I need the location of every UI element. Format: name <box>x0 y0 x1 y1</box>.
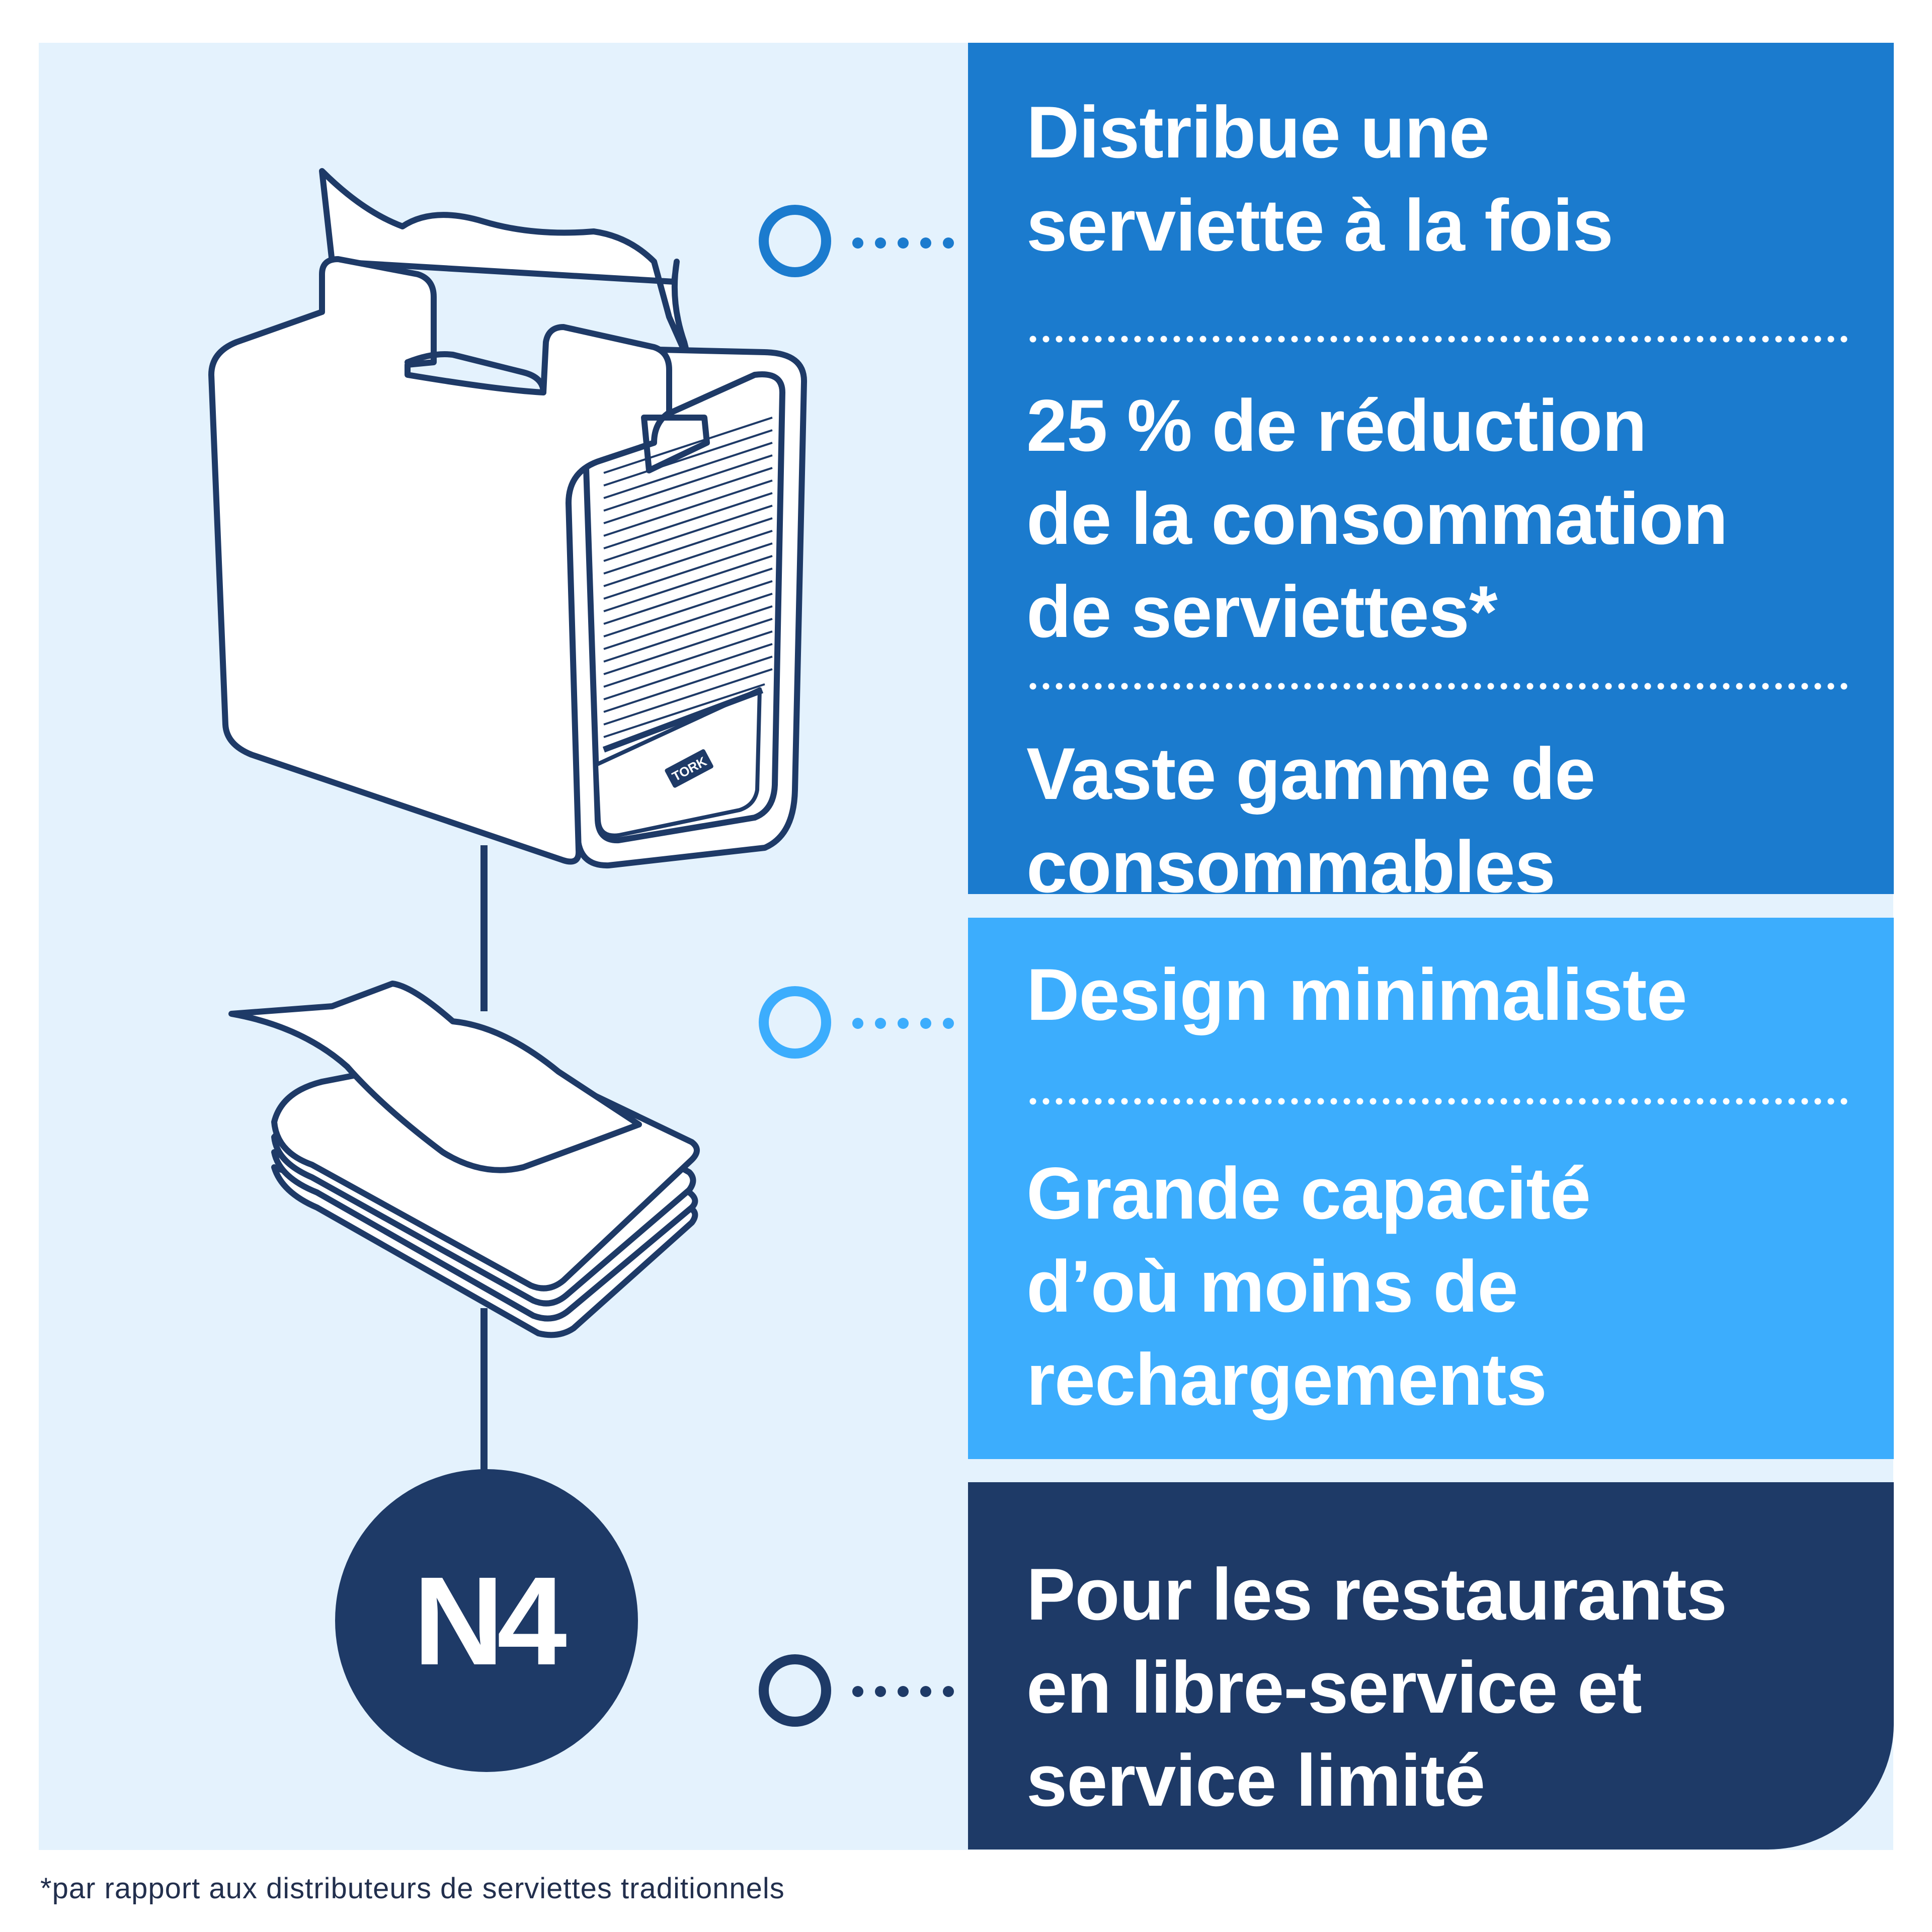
footnote: *par rapport aux distributeurs de servie… <box>40 1872 785 1905</box>
callout-ring-1 <box>759 205 831 277</box>
feature-block-light-blue: Design minimaliste Grande capacité d’où … <box>968 918 1894 1459</box>
callout-marker-2 <box>759 986 954 1059</box>
callout-ring-2 <box>759 986 831 1059</box>
feature-text: 25 % de réduction de la consommation de … <box>1026 384 1728 653</box>
dispenser-window-lines <box>602 417 773 753</box>
feature-text: Design minimaliste <box>1026 953 1687 1035</box>
napkin-dispenser-icon <box>208 168 808 869</box>
feature-block-dark-blue: Distribue une serviette à la fois 25 % d… <box>968 43 1894 908</box>
feature-block-navy: Pour les restaurants en libre-service et… <box>968 1482 1894 1849</box>
feature-text: Grande capacité d’où moins de rechargeme… <box>1026 1152 1591 1420</box>
badge-label: N4 <box>413 1550 567 1691</box>
callout-ring-3 <box>759 1654 831 1727</box>
illustration: TORK <box>208 168 954 1772</box>
dotted-divider <box>1026 683 1847 690</box>
dotted-divider <box>1026 336 1847 343</box>
callout-marker-3 <box>759 1654 954 1727</box>
feature-text: Distribue une serviette à la fois <box>1026 91 1614 266</box>
dotted-divider <box>1026 1098 1847 1105</box>
folded-napkins-icon <box>228 981 700 1338</box>
feature-text: Pour les restaurants en libre-service et… <box>1026 1553 1727 1821</box>
callout-marker-1 <box>759 205 954 277</box>
feature-text: Vaste gamme de consommables <box>1026 733 1595 908</box>
badge-circle <box>335 1469 638 1772</box>
